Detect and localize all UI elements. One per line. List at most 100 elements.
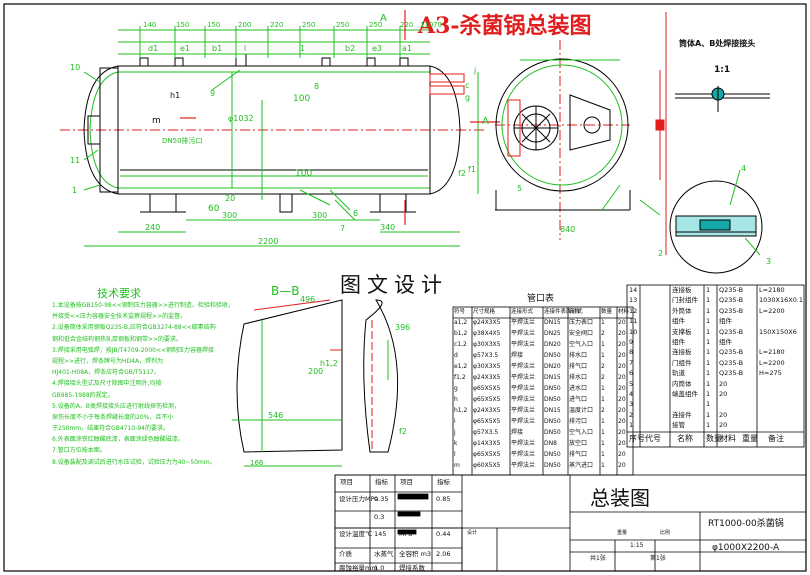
nozzle-letter: e1 bbox=[180, 44, 191, 53]
nozzle-cell: 20 bbox=[618, 374, 626, 381]
spec-cell: 腐蚀裕量mm bbox=[339, 564, 378, 572]
nozzle-cell: 焊接 bbox=[511, 352, 524, 359]
spec-cell: 焊接系数 bbox=[399, 564, 425, 572]
nozzle-cell: φ24X3X5 bbox=[473, 407, 501, 414]
spec-header: 指标 bbox=[437, 478, 450, 486]
callout-label: 3 bbox=[766, 257, 772, 266]
nozzle-cell: φ65X5X5 bbox=[473, 418, 501, 425]
nozzle-cell: 20 bbox=[618, 418, 626, 425]
nozzle-cell: φ60X5X5 bbox=[473, 462, 501, 469]
nozzle-cell: φ65X5X5 bbox=[473, 451, 501, 458]
parts-cell: 1 bbox=[706, 348, 711, 357]
title-block-design-label: 设计 bbox=[467, 530, 478, 536]
parts-cell: 9 bbox=[629, 338, 634, 346]
parts-footer-label: 重量 bbox=[742, 434, 758, 443]
nozzle-cell: 放空口 bbox=[569, 440, 588, 447]
title-block-title: 总装图 bbox=[590, 486, 650, 510]
nozzle-cell: φ38X4X5 bbox=[473, 330, 501, 337]
parts-cell: Q235-B bbox=[719, 306, 744, 315]
parts-cell: 组件 bbox=[719, 338, 732, 346]
parts-cell: Q235-B bbox=[719, 348, 744, 357]
parts-cell: 8 bbox=[629, 348, 634, 357]
parts-cell: 支撑板 bbox=[672, 327, 692, 336]
parts-cell: 1 bbox=[629, 421, 634, 430]
callout-label: 4 bbox=[741, 164, 747, 173]
callout-label: 11 bbox=[70, 156, 81, 165]
tech-line: 6.外表面涂铁红醇酸底漆，表面涂绿色醇酸磁漆。 bbox=[52, 436, 184, 444]
nozzle-cell: 1 bbox=[601, 451, 605, 458]
nozzle-cell: 平焊法兰 bbox=[511, 363, 536, 370]
top-dimension: 110 bbox=[420, 21, 434, 29]
nozzle-cell: 1 bbox=[601, 385, 605, 392]
parts-cell: Q235-B bbox=[719, 327, 744, 336]
nozzle-header: 连接形式 bbox=[511, 309, 534, 315]
nozzle-cell: φ30X3X5 bbox=[473, 363, 501, 370]
dimension-value: 166 bbox=[250, 459, 264, 467]
title-block-ratio: 1:15 bbox=[630, 542, 644, 549]
tech-requirements-list: 1.本设备按GB150-98<<钢制压力容器>>进行制造、检验和验收， 并接受<… bbox=[52, 302, 252, 471]
parts-cell: 6 bbox=[629, 369, 634, 378]
nozzle-cell: m bbox=[454, 462, 460, 469]
title-block-grid bbox=[334, 474, 807, 572]
title-block-weight-label: 重量 bbox=[617, 530, 628, 536]
parts-cell: 1 bbox=[706, 306, 711, 315]
parts-cell: Q235-B bbox=[719, 369, 744, 378]
nozzle-cell: DN15 bbox=[544, 319, 561, 326]
tech-line: HJ401-H08A，焊条应符合GB/T5117。 bbox=[52, 369, 160, 377]
nozzle-cell: DN20 bbox=[544, 363, 561, 370]
detail-header: 筒体A、B处焊接接头 bbox=[679, 39, 756, 48]
parts-cell: 1 bbox=[706, 327, 711, 336]
nozzle-cell: 20 bbox=[618, 407, 626, 414]
section-bb-label: B—B bbox=[271, 284, 300, 298]
nozzle-cell: 排气口 bbox=[569, 363, 588, 370]
nozzle-cell: 平焊法兰 bbox=[511, 418, 536, 425]
nozzle-cell: DN8 bbox=[544, 440, 557, 447]
parts-cell: 外筒体 bbox=[672, 306, 692, 315]
nozzle-cell: 20 bbox=[618, 440, 626, 447]
nozzle-cell: 平焊法兰 bbox=[511, 341, 536, 348]
tech-line: 3.焊接采用电弧焊，按JB/T4709-2000<<钢制压力容器焊接 bbox=[52, 346, 215, 354]
nozzle-cell: 20 bbox=[618, 451, 626, 458]
parts-cell: 1 bbox=[706, 286, 711, 294]
parts-cell: 3 bbox=[629, 400, 634, 409]
parts-cell: 1 bbox=[706, 390, 711, 398]
dimension-value: 496 bbox=[300, 295, 316, 304]
parts-cell: 150X150X6 bbox=[759, 327, 797, 336]
title-block-drawing-no: RT1000-00杀菌锅 bbox=[708, 519, 784, 529]
nozzle-letter: l bbox=[244, 44, 247, 53]
parts-table-grid bbox=[626, 284, 805, 448]
parts-cell: L=2180 bbox=[759, 348, 785, 357]
parts-cell: 1030X16X0.1 bbox=[759, 296, 804, 305]
top-dimension: 140 bbox=[143, 21, 157, 29]
nozzle-cell: 20 bbox=[618, 396, 626, 403]
parts-cell: 内筒体 bbox=[672, 379, 692, 388]
spec-cell: 全容积 m3 bbox=[399, 550, 432, 558]
nozzle-cell: 温度计口 bbox=[569, 407, 594, 414]
nozzle-cell: h bbox=[454, 396, 458, 403]
parts-cell: 5 bbox=[629, 379, 634, 388]
callout-label: 6 bbox=[353, 209, 359, 218]
spec-header: 项目 bbox=[340, 478, 353, 486]
dimension-value: 60 bbox=[208, 204, 220, 214]
nozzle-cell: φ65X5X5 bbox=[473, 385, 501, 392]
nozzle-cell: a1,2 bbox=[454, 319, 468, 326]
nozzle-cell: 进水口 bbox=[569, 385, 588, 392]
nozzle-cell: 1 bbox=[601, 396, 605, 403]
nozzle-cell: 安全阀口 bbox=[569, 330, 594, 337]
spec-cell: 145 bbox=[374, 530, 387, 538]
callout-label: 5 bbox=[517, 184, 523, 193]
dimension-value: DN50排污口 bbox=[162, 137, 203, 145]
parts-cell: 门封组件 bbox=[672, 296, 698, 305]
nozzle-cell: DN20 bbox=[544, 341, 561, 348]
nozzle-cell: 20 bbox=[618, 341, 626, 348]
parts-cell: 20 bbox=[719, 379, 728, 388]
top-dimension: 220 bbox=[400, 21, 414, 29]
callout-label: A bbox=[380, 13, 387, 24]
callout-label: g bbox=[465, 93, 471, 102]
nozzle-cell: 平焊法兰 bbox=[511, 330, 536, 337]
parts-cell: 7 bbox=[629, 358, 634, 367]
dimension-value: 840 bbox=[560, 225, 576, 234]
nozzle-cell: DN50 bbox=[544, 418, 561, 425]
nozzle-cell: f1,2 bbox=[454, 374, 466, 381]
